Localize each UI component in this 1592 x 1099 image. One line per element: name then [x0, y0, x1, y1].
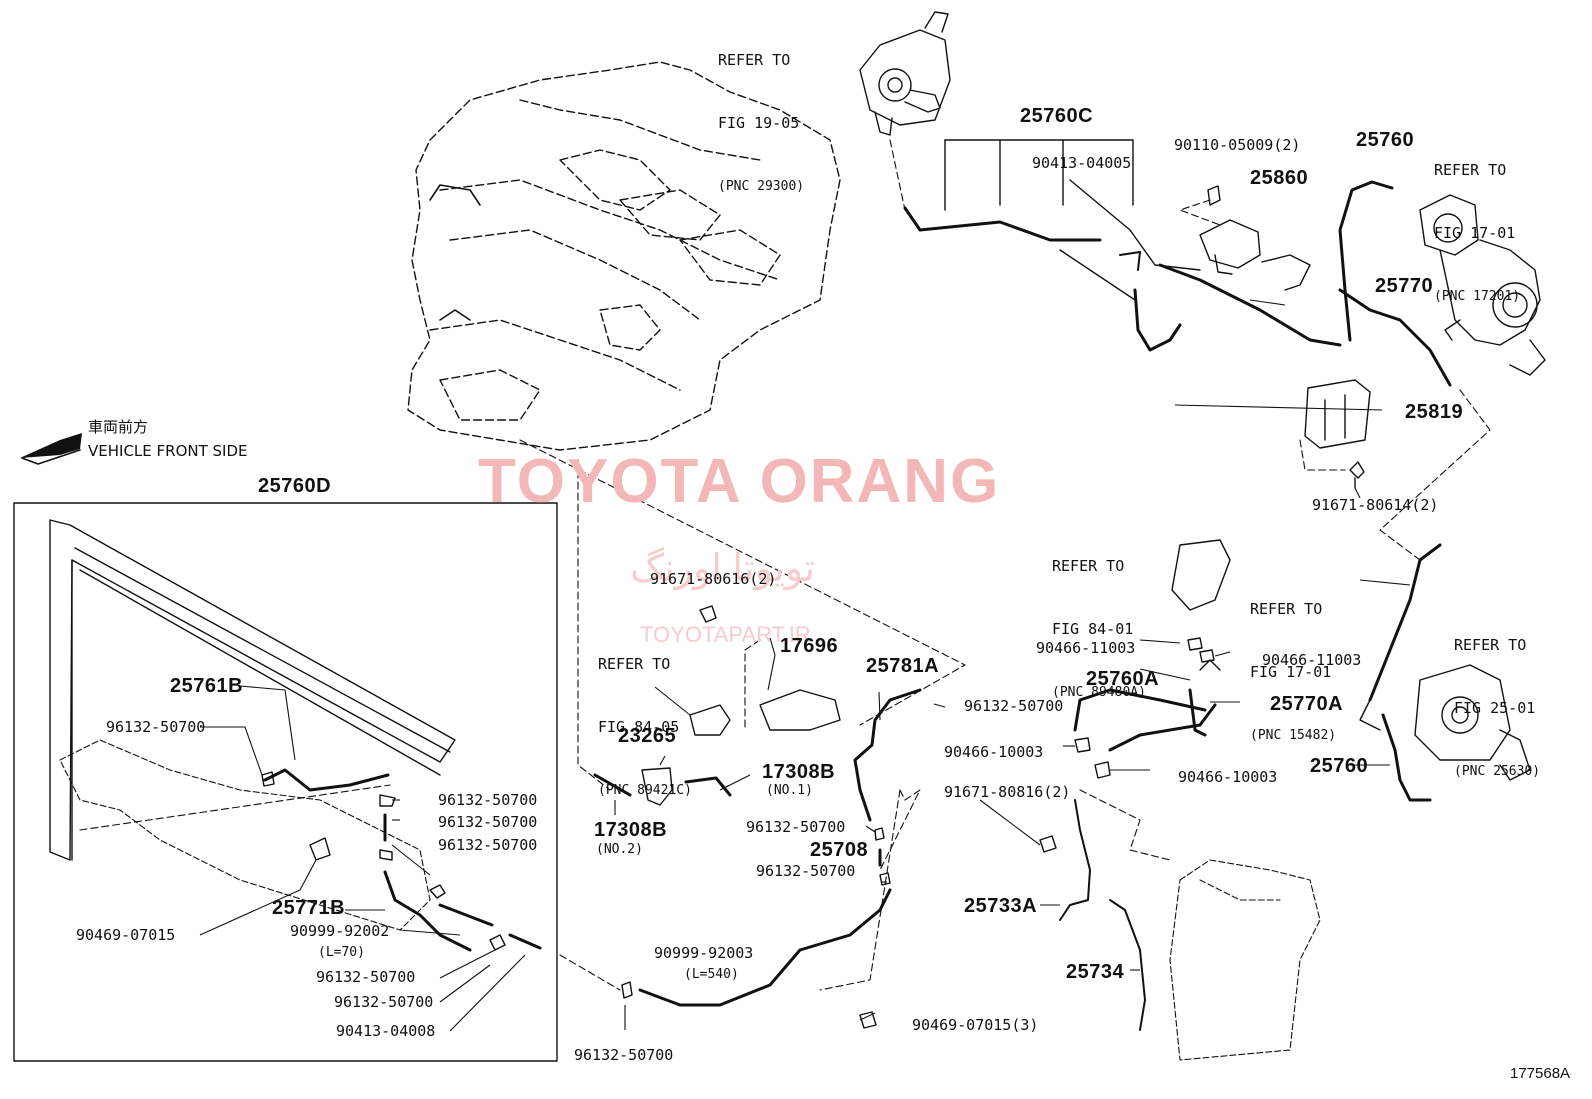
radiator-drawing — [49, 519, 456, 861]
part-96132-50700-d[interactable]: 96132-50700 — [438, 836, 538, 854]
part-25770a[interactable]: 25770A — [1270, 693, 1344, 715]
part-25781a[interactable]: 25781A — [866, 655, 940, 677]
refer-line-2: FIG 84-01 — [1052, 620, 1134, 638]
refer-line-2: FIG 25-01 — [1454, 699, 1536, 717]
part-90469-07015-3[interactable]: 90469-07015(3) — [912, 1016, 1039, 1034]
part-25819[interactable]: 25819 — [1405, 401, 1464, 423]
refer-line-2: FIG 17-01 — [1434, 224, 1516, 242]
part-25771b[interactable]: 25771B — [272, 897, 346, 919]
refer-line-3: (PNC 15482) — [1250, 728, 1337, 743]
refer-line-3: (PNC 89480A) — [1052, 685, 1146, 700]
direction-label-english: VEHICLE FRONT SIDE — [88, 442, 248, 460]
part-90999-92002-length: (L=70) — [318, 945, 365, 960]
refer-fig-17-01-top[interactable]: REFER TO FIG 17-01 (PNC 17201) — [1434, 118, 1520, 349]
refer-line-2: FIG 84-05 — [598, 718, 680, 736]
part-17308b-no1[interactable]: 17308B — [762, 761, 836, 783]
part-90413-04005[interactable]: 90413-04005 — [1032, 154, 1132, 172]
refer-line-1: REFER TO — [1434, 161, 1507, 179]
refer-fig-17-01-mid[interactable]: REFER TO FIG 17-01 (PNC 15482) — [1250, 557, 1336, 788]
part-96132-50700-j[interactable]: 96132-50700 — [574, 1046, 674, 1064]
part-25733a[interactable]: 25733A — [964, 895, 1038, 917]
part-25760-top[interactable]: 25760 — [1356, 129, 1415, 151]
refer-line-2: FIG 17-01 — [1250, 663, 1332, 681]
part-25708[interactable]: 25708 — [810, 839, 869, 861]
part-25770[interactable]: 25770 — [1375, 275, 1434, 297]
refer-fig-84-01[interactable]: REFER TO FIG 84-01 (PNC 89480A) — [1052, 514, 1146, 745]
engine-block-outline — [407, 61, 841, 451]
watermark-persian: تویوتا اورنگ — [630, 548, 815, 590]
refer-line-3: (PNC 25630) — [1454, 764, 1541, 779]
refer-line-1: REFER TO — [598, 655, 671, 673]
part-90466-10003-b[interactable]: 90466-10003 — [1178, 768, 1278, 786]
watermark-main: TOYOTA ORANG — [478, 447, 1001, 516]
part-90466-11003-a[interactable]: 90466-11003 — [1036, 639, 1136, 657]
direction-label-japanese: 車両前方 — [88, 418, 149, 436]
part-96132-50700-i[interactable]: 96132-50700 — [756, 862, 856, 880]
refer-line-3: (PNC 17201) — [1434, 289, 1521, 304]
part-25734[interactable]: 25734 — [1066, 961, 1125, 983]
refer-fig-25-01[interactable]: REFER TO FIG 25-01 (PNC 25630) — [1454, 593, 1540, 824]
part-96132-50700-h[interactable]: 96132-50700 — [746, 818, 846, 836]
refer-fig-19-05[interactable]: REFER TO FIG 19-05 (PNC 29300) — [718, 8, 804, 239]
part-90999-92003[interactable]: 90999-92003 — [654, 944, 754, 962]
refer-line-1: REFER TO — [1052, 557, 1125, 575]
group-25760d-box — [13, 502, 558, 1062]
watermark-site: TOYOTAPART.IR — [640, 622, 811, 647]
part-25760-right[interactable]: 25760 — [1310, 755, 1369, 777]
part-25760d[interactable]: 25760D — [258, 475, 332, 497]
refer-line-1: REFER TO — [718, 51, 791, 69]
egr-valve-drawing — [1414, 664, 1531, 781]
part-25760a[interactable]: 25760A — [1086, 668, 1160, 690]
intercooler-outline — [59, 739, 431, 931]
part-96132-50700-a[interactable]: 96132-50700 — [106, 718, 206, 736]
part-90999-92003-length: (L=540) — [684, 967, 739, 982]
part-25860[interactable]: 25860 — [1250, 167, 1309, 189]
part-17308b-no2-note: (NO.2) — [596, 842, 643, 857]
part-25760c[interactable]: 25760C — [1020, 105, 1094, 127]
part-91671-80616[interactable]: 91671-80616(2) — [650, 570, 777, 588]
part-23265[interactable]: 23265 — [618, 725, 677, 747]
part-96132-50700-b[interactable]: 96132-50700 — [438, 791, 538, 809]
part-96132-50700-c[interactable]: 96132-50700 — [438, 813, 538, 831]
part-96132-50700-e[interactable]: 96132-50700 — [316, 968, 416, 986]
refer-line-3: (PNC 89421C) — [598, 783, 692, 798]
exhaust-manifold-outline — [1169, 859, 1321, 1061]
refer-fig-84-05[interactable]: REFER TO FIG 84-05 (PNC 89421C) — [598, 612, 692, 843]
part-96132-50700-g[interactable]: 96132-50700 — [964, 697, 1064, 715]
refer-line-1: REFER TO — [1250, 600, 1323, 618]
refer-line-3: (PNC 29300) — [718, 179, 805, 194]
part-25761b[interactable]: 25761B — [170, 675, 244, 697]
refer-line-2: FIG 19-05 — [718, 114, 800, 132]
part-91671-80614[interactable]: 91671-80614(2) — [1312, 496, 1439, 514]
refer-line-1: REFER TO — [1454, 636, 1527, 654]
turbocharger-drawing — [1419, 194, 1546, 376]
part-17308b-no1-note: (NO.1) — [766, 783, 813, 798]
part-90999-92002[interactable]: 90999-92002 — [290, 922, 390, 940]
part-90413-04008[interactable]: 90413-04008 — [336, 1022, 436, 1040]
part-91671-80816[interactable]: 91671-80816(2) — [944, 783, 1071, 801]
part-90466-11003-b[interactable]: 90466-11003 — [1262, 651, 1362, 669]
part-90469-07015[interactable]: 90469-07015 — [76, 926, 176, 944]
part-96132-50700-f[interactable]: 96132-50700 — [334, 993, 434, 1011]
part-90110-05009[interactable]: 90110-05009(2) — [1174, 136, 1301, 154]
part-90466-10003-a[interactable]: 90466-10003 — [944, 743, 1044, 761]
part-17308b-no2[interactable]: 17308B — [594, 819, 668, 841]
vacuum-pump-drawing — [859, 11, 951, 136]
part-17696[interactable]: 17696 — [780, 635, 839, 657]
diagram-id: 177568A — [1510, 1065, 1571, 1082]
